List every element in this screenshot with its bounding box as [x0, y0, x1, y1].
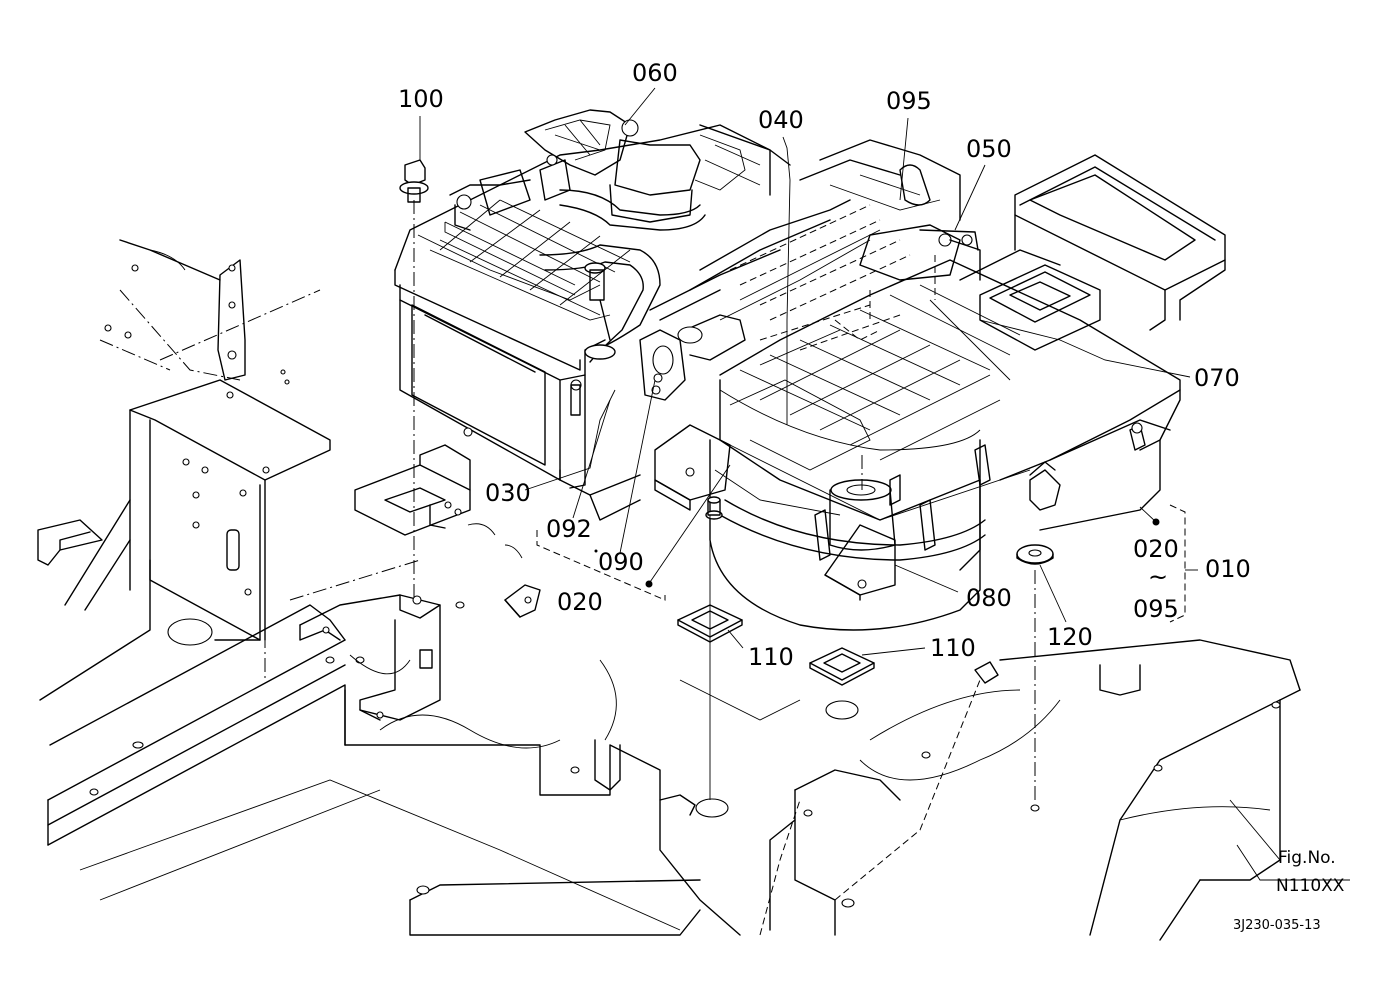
washer-120	[1016, 544, 1054, 565]
group-dot-right	[1152, 518, 1160, 526]
label-040: 040	[758, 106, 804, 134]
label-120: 120	[1047, 623, 1093, 651]
callout-labels: 060 100 040 095 050 070 030 092 090 020 …	[398, 59, 1251, 671]
seal-110-b	[809, 647, 875, 686]
label-080: 080	[966, 584, 1012, 612]
mount-bracket	[299, 444, 541, 721]
left-panel	[37, 239, 331, 641]
collar-bolt	[705, 496, 723, 520]
label-092: 092	[546, 515, 592, 543]
label-030: 030	[485, 479, 531, 507]
label-110-b: 110	[930, 634, 976, 662]
group-brackets	[536, 504, 1198, 623]
blower-grid	[739, 284, 1021, 461]
label-090: 090	[598, 548, 644, 576]
figure-info: Fig.No. N110XX 3J230-035-13	[1233, 848, 1345, 933]
floor-chassis	[39, 559, 1301, 941]
label-095-top: 095	[886, 87, 932, 115]
label-020-right: 020	[1133, 535, 1179, 563]
fig-number: N110XX	[1276, 876, 1345, 896]
group-dot-left	[645, 580, 653, 588]
fig-label: Fig.No.	[1278, 848, 1336, 868]
leader-lines	[419, 87, 1350, 881]
blower-unit	[709, 154, 1226, 631]
label-020-left: 020	[557, 588, 603, 616]
label-095-right: 095	[1133, 595, 1179, 623]
label-tilde: ~	[1148, 563, 1168, 591]
label-060: 060	[632, 59, 678, 87]
label-050: 050	[966, 135, 1012, 163]
assembly-axes	[264, 200, 1036, 800]
label-110-a: 110	[748, 643, 794, 671]
bolt-100	[399, 159, 429, 203]
heater-grid	[439, 199, 631, 306]
drawing-code: 3J230-035-13	[1233, 918, 1321, 933]
label-010: 010	[1205, 555, 1251, 583]
label-100: 100	[398, 85, 444, 113]
heater-unit	[394, 109, 979, 521]
label-070: 070	[1194, 364, 1240, 392]
group-dot-small	[594, 549, 598, 553]
